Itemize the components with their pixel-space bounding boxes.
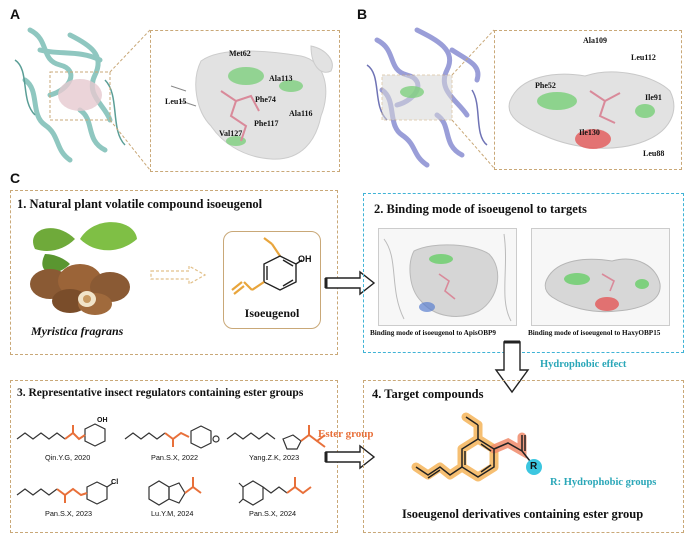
arrow-section1-to-section2 [324, 270, 376, 296]
molecule-pan-2024 [238, 477, 312, 506]
target-compound-caption: Isoeugenol derivatives containing ester … [402, 507, 644, 521]
panel-a-residue: Leu15 [165, 97, 187, 106]
author-label: Qin.Y.G, 2020 [45, 453, 91, 462]
author-label: Pan.S.X, 2022 [151, 453, 199, 462]
author-label: Pan.S.X, 2024 [249, 509, 297, 518]
panel-b-zoom-box: Ala109 Leu112 Phe52 Ile91 Ile130 Leu88 [494, 30, 682, 170]
r-group-description: R: Hydrophobic groups [550, 477, 657, 488]
panel-b-zoom-lines [451, 29, 495, 169]
target-compound-structure [411, 412, 542, 482]
hydrophobic-effect-label: Hydrophobic effect [540, 359, 627, 370]
panel-a-residue: Met62 [229, 49, 251, 58]
panel-a-protein-ribbon [14, 27, 126, 163]
author-label: Lu.Y.M, 2024 [151, 509, 194, 518]
panel-a-zoom-box: Met62 Ala113 Leu15 Phe74 Phe117 Ala116 V… [150, 30, 340, 172]
molecule-pan-2023 [16, 481, 114, 505]
molecule-yang-2023 [226, 425, 326, 450]
molecule-qin-2020 [16, 423, 106, 447]
panel-a-residue: Ala116 [289, 109, 313, 118]
binding-thumb-right [531, 228, 670, 326]
panel-b-residue: Ala109 [583, 36, 607, 45]
panel-b-residue: Phe52 [535, 81, 556, 90]
molecule-pan-2022 [124, 425, 220, 449]
section-4-title: 4. Target compounds [372, 387, 484, 401]
panel-a-letter: A [10, 6, 21, 22]
arrow-section3-to-section4 [324, 444, 376, 470]
plant-name: Myristica fragrans [31, 324, 124, 338]
panel-b-letter: B [357, 6, 368, 22]
isoeugenol-oh-label: OH [298, 254, 312, 264]
binding-thumb-right-art [544, 258, 661, 313]
isoeugenol-name: Isoeugenol [244, 306, 300, 320]
binding-thumb-left-art [383, 233, 512, 322]
dashed-arrow [150, 264, 207, 286]
panel-b-protein-ribbon [366, 27, 488, 168]
panel-b-residue: Ile91 [645, 93, 662, 102]
section-1-box: 1. Natural plant volatile compound isoeu… [10, 190, 338, 355]
isoeugenol-structure [231, 237, 303, 295]
section-3-title: 3. Representative insect regulators cont… [17, 387, 304, 399]
section-4-box: 4. Target compounds R R: Hydrophobi [363, 380, 684, 533]
section-2-box: 2. Binding mode of isoeugenol to targets… [363, 193, 684, 353]
ester-group-label: Ester group [318, 428, 374, 440]
panel-c-letter: C [10, 170, 21, 186]
panel-b-residue: Leu112 [631, 53, 656, 62]
section-2-title: 2. Binding mode of isoeugenol to targets [374, 202, 587, 216]
molecule-cl-label: Cl [111, 477, 119, 486]
isoeugenol-card: OH Isoeugenol [223, 231, 321, 329]
panel-a-residue: Phe117 [254, 119, 279, 128]
author-label: Yang.Z.K, 2023 [249, 453, 300, 462]
nutmeg-illustration [30, 222, 137, 315]
binding-thumb-left [378, 228, 517, 326]
section-3-box: 3. Representative insect regulators cont… [10, 380, 338, 533]
panel-a-zoom-lines [109, 29, 151, 171]
panel-a-residue: Ala113 [269, 74, 293, 83]
panel-a-residue: Val127 [219, 129, 243, 138]
panel-b-binding-pocket [508, 71, 675, 149]
binding-caption-left: Binding mode of isoeugenol to ApisOBP9 [370, 329, 497, 337]
molecule-lu-2024 [148, 477, 202, 506]
r-group-label: R [530, 461, 538, 472]
panel-a-residue: Phe74 [255, 95, 276, 104]
panel-a-binding-pocket [170, 45, 333, 160]
panel-b-residue: Leu88 [643, 149, 665, 158]
author-label: Pan.S.X, 2023 [45, 509, 93, 518]
molecule-oh-label: OH [97, 417, 108, 424]
section-1-title: 1. Natural plant volatile compound isoeu… [17, 197, 263, 211]
arrow-down-hydrophobic [494, 340, 530, 394]
panel-b-residue: Ile130 [579, 128, 600, 137]
binding-caption-right: Binding mode of isoeugenol to HaxyOBP15 [528, 329, 661, 337]
